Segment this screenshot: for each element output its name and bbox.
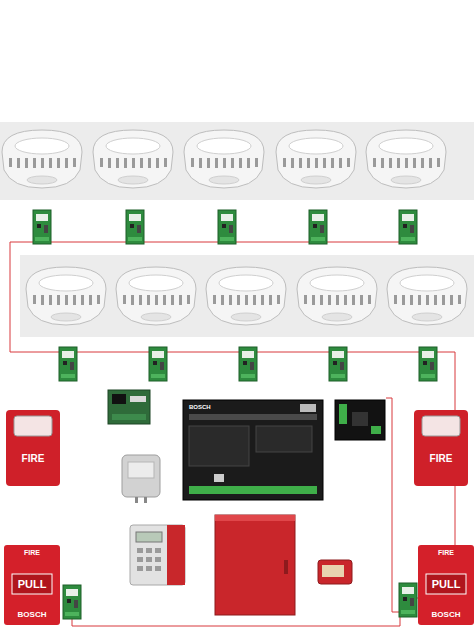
device-label: BOSCH [4,611,60,619]
control-panel: BOSCH [183,400,323,500]
device-label: FIRE [414,454,468,464]
device-label: PULL [4,579,60,590]
strobe-horn: FIRE [414,410,468,486]
device-label: PULL [418,579,474,590]
pull-station: FIRE PULL BOSCH [418,545,474,625]
device-label: FIRE [6,454,60,464]
device-label: FIRE [4,549,60,556]
device-label: BOSCH [189,404,229,410]
device-label: BOSCH [418,611,474,619]
strobe-horn: FIRE [6,410,60,486]
pull-station: FIRE PULL BOSCH [4,545,60,625]
device-label: FIRE [418,549,474,556]
